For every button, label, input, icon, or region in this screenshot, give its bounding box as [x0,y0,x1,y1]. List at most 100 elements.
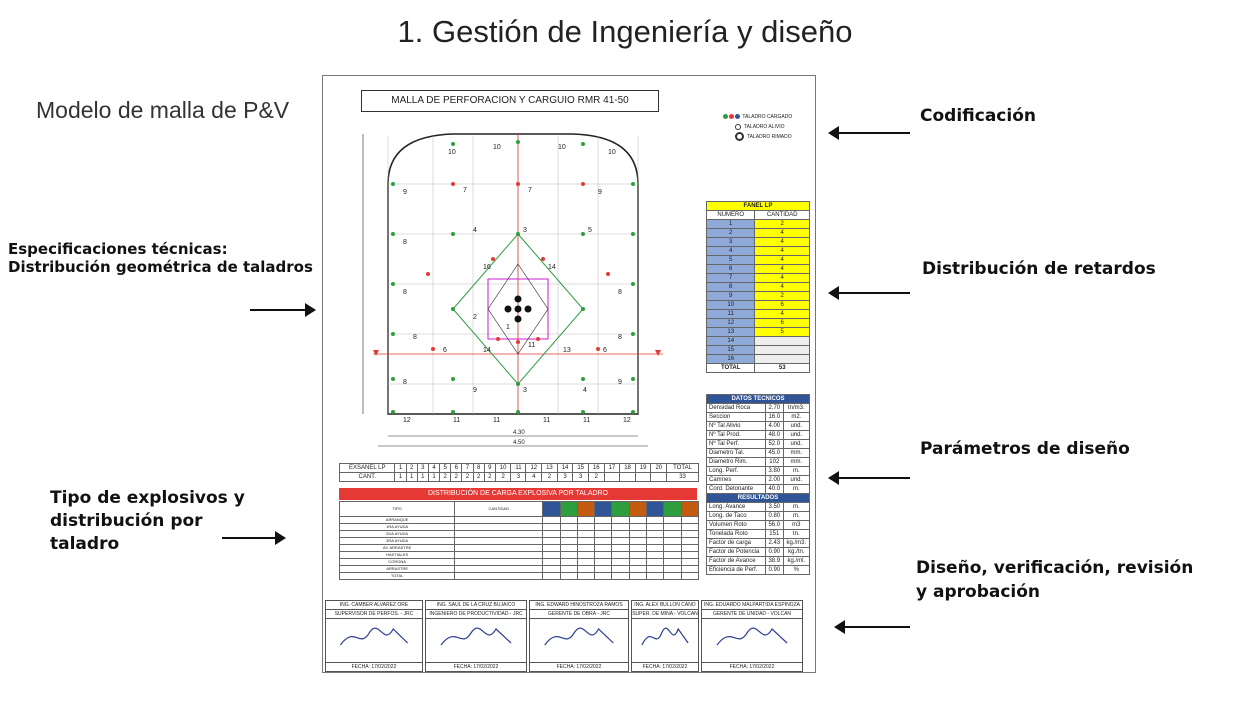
hole-number: 6 [443,347,447,354]
exsanel-cell: 2 [450,472,463,482]
fanel-cantidad: 4 [754,264,810,274]
dist-cell [594,523,613,531]
hole-number: 9 [473,387,477,394]
hole-number: 10 [448,149,456,156]
param-unit: kg./tn. [782,547,811,557]
arrow-parametros [828,471,910,485]
param-value: 102 [764,457,784,467]
signature-role: INGENIERO DE PRODUCTIVIDAD - JRC [426,610,526,619]
fanel-numero: 14 [705,336,756,346]
charged-hole [516,140,520,144]
hole-number: 16 [483,264,491,271]
fanel-cantidad: 4 [754,228,810,238]
signature-name: ING. SAUL DE LA CRUZ BUJAICO [426,601,526,610]
dist-cell [646,572,665,580]
dimension-label: 4.30 [513,430,525,436]
param-unit: m. [782,511,811,521]
hole-number: 11 [583,417,590,424]
charged-hole-red [606,272,610,276]
dist-cell [454,516,544,524]
charged-hole-red [516,340,520,344]
label-diseno: Diseño, verificación, revisión y aprobac… [916,556,1193,604]
distribucion-title: DISTRIBUCIÓN DE CARGA EXPLOSIVA POR TALA… [339,488,697,500]
dist-cell [663,565,682,573]
exsanel-cell [650,472,668,482]
charged-hole-red [431,347,435,351]
fanel-cantidad: 4 [754,255,810,265]
dist-cell [559,551,578,559]
dist-cell [594,551,613,559]
hole-number: 4 [473,227,477,234]
hole-number: 12 [403,417,411,424]
param-name: Long. Avance [706,502,766,512]
signature-name: ING. ALEX BULLON CANO [632,601,698,610]
dist-cell [594,572,613,580]
dist-tipo: ARRANQUE [338,516,456,524]
signature-name: ING. EDWARD HINOSTROZA RAMOS [530,601,628,610]
signature-date: FECHA: 17/02/2022 [530,662,628,671]
signature-date: FECHA: 17/02/2022 [702,662,802,671]
hole-number: 9 [403,189,407,196]
label-parametros: Parámetros de diseño [920,439,1130,459]
dist-cell [576,551,596,559]
dist-cell [628,530,648,538]
arrow-tipo-explosivos [222,531,286,545]
ring-icon [735,123,741,130]
param-name: Densidad Roca [706,403,766,413]
fanel-numero: 10 [705,300,756,310]
dist-cell [663,516,682,524]
legend-text: TALADRO ALIVIO [744,124,785,130]
param-unit: m3 [782,520,811,530]
dist-cell [576,544,596,552]
dist-cell [628,558,648,566]
param-name: Diametro Rim. [706,457,766,467]
param-unit: tn/m3. [782,403,811,413]
fanel-numero: 13 [705,327,756,337]
resultados-title: RESULTADOS [706,493,810,503]
charged-hole [451,142,455,146]
dist-cell [454,551,544,559]
dist-cell [646,544,665,552]
relief-hole [514,315,522,323]
param-value: 2.00 [764,475,784,485]
fanel-cantidad: 4 [754,246,810,256]
label-codificacion: Codificación [920,106,1036,126]
dist-cell [646,523,665,531]
param-value: 0.80 [764,511,784,521]
charged-hole [391,282,395,286]
exsanel-cell: 1 [405,472,418,482]
legend-text: TALADRO CARGADO [742,114,793,120]
exsanel-cell: 14 [556,463,574,473]
fanel-cantidad [754,354,810,364]
dist-row: ARRASTRE [338,565,700,573]
exsanel-cell: 2 [483,472,496,482]
hole-number: 10 [558,144,566,151]
legend-cargado: TALADRO CARGADO [723,112,792,122]
dist-row: 2DA AYUDA [338,530,700,538]
fanel-numero: 5 [705,255,756,265]
param-name: Nº Tal Alivio [706,421,766,431]
dist-cell [542,537,561,545]
signature-role: SUPER. DE MINA - VOLCAN [632,611,698,619]
param-name: Volumen Roto [706,520,766,530]
charged-hole [516,382,520,386]
param-value: 16.0 [764,412,784,422]
dist-cell [663,558,682,566]
dist-cell [680,572,700,580]
charged-hole-red [516,182,520,186]
hole-number: 9 [618,379,622,386]
fanel-col-numero: NUMERO [705,210,756,220]
fanel-numero: 7 [705,273,756,283]
signature-date: FECHA: 17/02/2022 [326,662,422,671]
charged-hole-red [541,257,545,261]
charged-hole [581,410,585,414]
dist-cell [454,523,544,531]
